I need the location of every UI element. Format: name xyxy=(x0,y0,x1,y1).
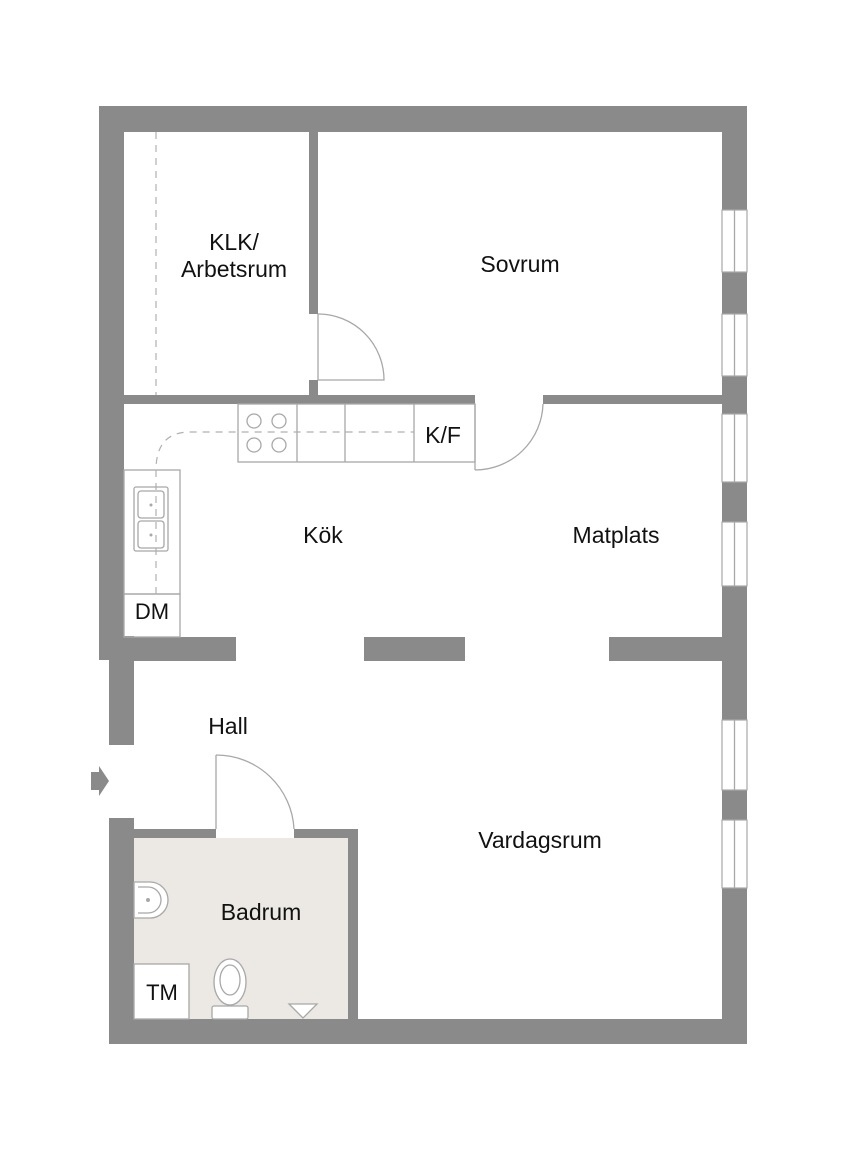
label-vardagsrum: Vardagsrum xyxy=(478,827,602,853)
label-kok: Kök xyxy=(303,522,343,548)
label-matplats: Matplats xyxy=(573,522,660,548)
tm-box xyxy=(133,963,190,1020)
stove-icon xyxy=(246,413,287,453)
label-klk-line1: KLK/ xyxy=(209,229,259,255)
washbasin-icon xyxy=(133,881,169,919)
floor-drain-icon xyxy=(287,1003,319,1019)
label-sovrum: Sovrum xyxy=(480,251,559,277)
kitchen-counters xyxy=(123,403,476,638)
label-klk-line2: Arbetsrum xyxy=(181,256,287,282)
room-labels: KLK/ Arbetsrum Sovrum K/F Kök Matplats D… xyxy=(135,229,660,1005)
label-tm: TM xyxy=(146,980,178,1005)
entrance-arrow-icon xyxy=(91,766,109,796)
toilet-icon xyxy=(211,958,249,1020)
exterior-walls xyxy=(99,106,747,1044)
windows xyxy=(721,209,748,889)
label-hall: Hall xyxy=(208,713,248,739)
label-dm: DM xyxy=(135,599,169,624)
interior-walls xyxy=(124,132,722,1021)
kitchen-sink-icon xyxy=(133,486,169,552)
label-kf: K/F xyxy=(425,422,461,448)
label-badrum: Badrum xyxy=(221,899,302,925)
